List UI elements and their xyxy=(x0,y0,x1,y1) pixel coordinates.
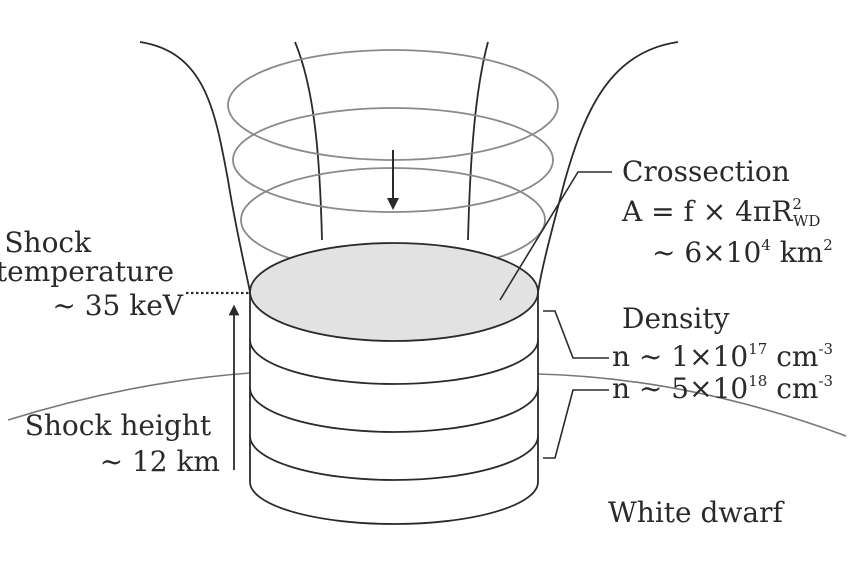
funnel-outer-left xyxy=(139,41,251,293)
white-dwarf-label: White dwarf xyxy=(608,496,785,529)
shock-temperature-label: Shock temperature ~ 35 keV xyxy=(0,226,184,322)
white-dwarf-surface-right xyxy=(537,373,847,437)
funnel-inner-right xyxy=(467,41,489,241)
density-bracket-lower xyxy=(543,389,609,459)
column-layer-3 xyxy=(249,435,539,481)
flow-ring-middle xyxy=(232,107,554,213)
flow-ring-top xyxy=(227,49,559,161)
column-layer-4 xyxy=(249,481,539,525)
funnel-inner-left xyxy=(294,41,323,241)
column-layer-1 xyxy=(249,339,539,385)
shock-height-label: Shock height ~ 12 km xyxy=(25,409,220,478)
density-value-lower: n ~ 5×1018 cm-3 xyxy=(612,372,833,405)
white-dwarf-surface-left xyxy=(7,372,251,421)
density-value-upper: n ~ 1×1017 cm-3 xyxy=(612,340,833,373)
density-bracket-upper xyxy=(543,310,609,359)
density-title: Density xyxy=(622,302,730,335)
shock-crossection xyxy=(249,242,539,342)
crossection-leader xyxy=(499,171,612,301)
crossection-value: ~ 6×104 km2 xyxy=(652,236,833,269)
crossection-title: Crossection xyxy=(622,155,790,188)
funnel-outer-right xyxy=(537,41,679,293)
column-layer-2 xyxy=(249,387,539,433)
